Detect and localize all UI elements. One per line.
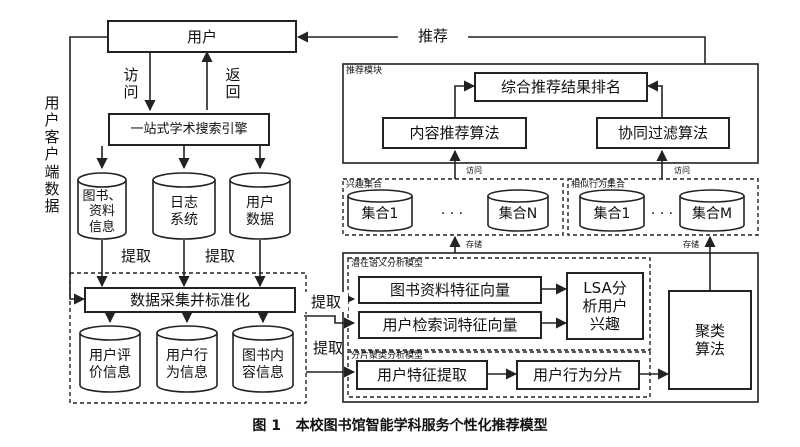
edge-label-extract-4: 提取: [312, 339, 343, 357]
interest-set-1-label: 集合1: [361, 205, 399, 222]
db-user-behavior-label: 用户行 为信息: [166, 348, 208, 381]
edge-client-data: [69, 36, 107, 305]
db-logs-label: 日志 系统: [170, 195, 198, 228]
edge-label-return: 返 回: [225, 65, 241, 101]
cylinder-user-eval: [79, 325, 141, 393]
clustering-node: 聚类 算法: [668, 290, 752, 390]
edge-recommend: [296, 31, 706, 64]
query-vector-node: 用户检索词特征向量: [358, 311, 542, 339]
ellipsis-behavior: · · ·: [650, 205, 674, 222]
cylinder-books: [77, 172, 127, 240]
lsa-title: 潜在语义分析模型: [351, 259, 424, 270]
cf-alg-node: 协同过滤算法: [596, 117, 730, 149]
edge-label-store-1: 存储: [466, 240, 482, 250]
db-user-eval-label: 用户评 价信息: [89, 348, 131, 381]
edge-label-visit: 访 问: [123, 65, 139, 101]
edge-label-store-2: 存储: [683, 240, 699, 250]
cylinder-user-behavior: [156, 325, 218, 393]
interest-set-title: 兴趣集合: [346, 180, 383, 191]
db-userdata-label: 用户 数据: [246, 195, 274, 228]
lsa-node: LSA分 析用户 兴趣: [566, 272, 644, 340]
behavior-set-m-label: 集合M: [691, 205, 733, 222]
figure-caption: 图 1 本校图书馆智能学科服务个性化推荐模型: [252, 417, 548, 434]
cylinder-logs: [152, 172, 216, 240]
ellipsis-interest: · · ·: [440, 205, 464, 222]
edge-label-recommend: 推荐: [398, 26, 468, 46]
search-engine-node: 一站式学术搜索引擎: [108, 113, 270, 146]
edge-label-client-data: 用 户 客 户 端 数 据: [44, 93, 60, 216]
cluster-title: 分片聚类分析模型: [351, 351, 424, 362]
rec-module-title: 推荐模块: [346, 65, 383, 76]
cylinder-behavior-set-m: [679, 189, 745, 232]
edge-label-extract-1: 提取: [120, 247, 151, 265]
collect-frame: [69, 272, 307, 404]
cylinder-interest-set-1: [347, 189, 413, 232]
interest-set-n-label: 集合N: [498, 205, 538, 222]
cylinder-userdata: [229, 172, 291, 240]
user-node: 用户: [107, 20, 297, 53]
book-vector-node: 图书资料特征向量: [358, 276, 542, 304]
behavior-set-title: 相似行为集合: [571, 180, 626, 191]
cylinder-interest-set-n: [487, 189, 549, 232]
interest-set-frame: [342, 178, 564, 236]
recommend-module-frame: [342, 63, 759, 164]
behavior-set-1-label: 集合1: [593, 205, 631, 222]
data-collect-node: 数据采集并标准化: [84, 287, 296, 313]
cylinder-behavior-set-1: [579, 189, 645, 232]
content-alg-node: 内容推荐算法: [382, 117, 527, 149]
edge-label-extract-2: 提取: [204, 247, 235, 265]
edge-label-access-1: 访问: [466, 166, 482, 176]
analysis-frame: [342, 252, 759, 403]
edge-label-access-2: 访问: [674, 166, 690, 176]
edge-label-extract-3: 提取: [304, 292, 348, 312]
behavior-slice-node: 用户行为分片: [516, 360, 640, 390]
behavior-set-frame: [567, 178, 759, 236]
db-book-content-label: 图书内 容信息: [242, 348, 284, 381]
cylinder-book-content: [232, 325, 294, 393]
db-books-label: 图书、 资料 信息: [82, 188, 122, 235]
user-feature-node: 用户特征提取: [356, 360, 488, 390]
ranking-node: 综合推荐结果排名: [474, 72, 648, 102]
